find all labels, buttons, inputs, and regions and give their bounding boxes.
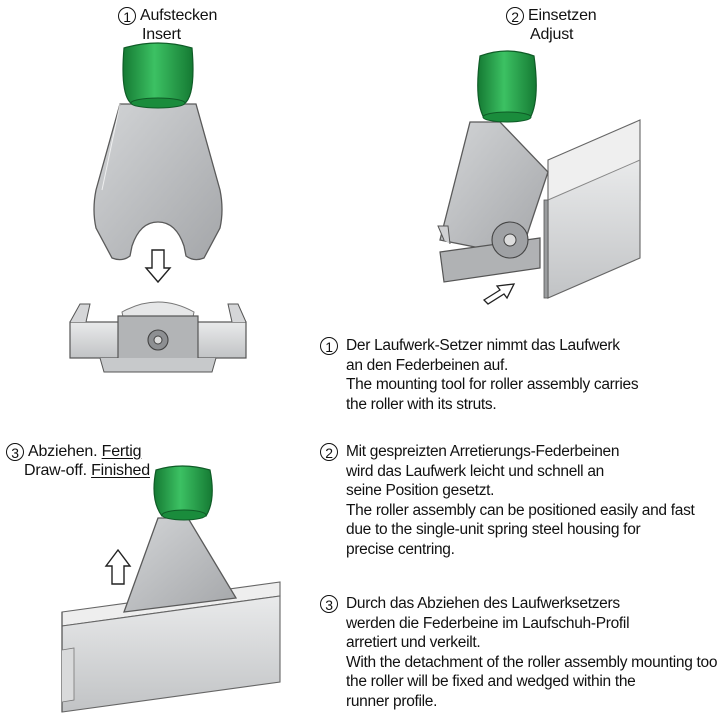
step2-title-de: Einsetzen (528, 7, 597, 24)
step2-title-en: Adjust (530, 26, 574, 43)
up-arrow-icon (104, 548, 132, 585)
description-2-line: seine Position gesetzt. (346, 482, 495, 499)
description-3-line: the roller will be fixed and wedged with… (346, 673, 636, 690)
description-1-line: Der Laufwerk-Setzer nimmt das Laufwerk (346, 337, 620, 354)
description-2-line: precise centring. (346, 540, 455, 558)
mounting-tool-step3 (123, 465, 238, 613)
step3-title-de-a: Abziehen. (28, 443, 98, 460)
description-3-line: With the detachment of the roller assemb… (346, 653, 717, 671)
step3-title-de-b: Fertig (101, 443, 142, 460)
step2-number: 2 (506, 7, 524, 25)
step1-number: 1 (118, 7, 136, 25)
runner-profile-step2 (543, 119, 641, 299)
description-1-number: 1 (320, 337, 338, 355)
roller-assembly-step2 (437, 221, 541, 283)
description-2: 2 Mit gespreizten Arretierungs-Federbein… (320, 442, 695, 559)
description-3-line: Durch das Abziehen des Laufwerksetzers (346, 595, 620, 612)
mounting-tool-step2 (439, 50, 549, 257)
description-1-line: The mounting tool for roller assembly ca… (346, 376, 639, 393)
description-2-line: due to the single-unit spring steel hous… (346, 521, 641, 538)
description-1-line: an den Federbeinen auf. (346, 356, 509, 374)
roller-assembly-step1 (69, 301, 247, 373)
description-2-line: Mit gespreizten Arretierungs-Federbeinen (346, 443, 620, 460)
description-3-line: runner profile. (346, 692, 438, 710)
step3-number: 3 (6, 443, 24, 461)
insert-arrow-icon (482, 283, 516, 305)
step3-title-en-b: Finished (91, 462, 150, 479)
step3-title-en-a: Draw-off. (24, 462, 87, 479)
description-3-line: werden die Federbeine im Laufschuh-Profi… (346, 614, 630, 632)
description-2-line: wird das Laufwerk leicht und schnell an (346, 462, 604, 480)
step1-title-de: Aufstecken (140, 7, 218, 24)
step1-title-en: Insert (142, 26, 181, 43)
description-2-line: The roller assembly can be positioned ea… (346, 501, 695, 519)
down-arrow-icon (144, 249, 172, 284)
mounting-tool-step1 (93, 42, 223, 261)
description-1-line: the roller with its struts. (346, 395, 497, 413)
description-2-number: 2 (320, 443, 338, 461)
description-3: 3 Durch das Abziehen des Laufwerksetzers… (320, 594, 717, 711)
description-3-number: 3 (320, 595, 338, 613)
description-3-line: arretiert und verkeilt. (346, 634, 481, 651)
description-1: 1 Der Laufwerk-Setzer nimmt das Laufwerk… (320, 336, 639, 414)
